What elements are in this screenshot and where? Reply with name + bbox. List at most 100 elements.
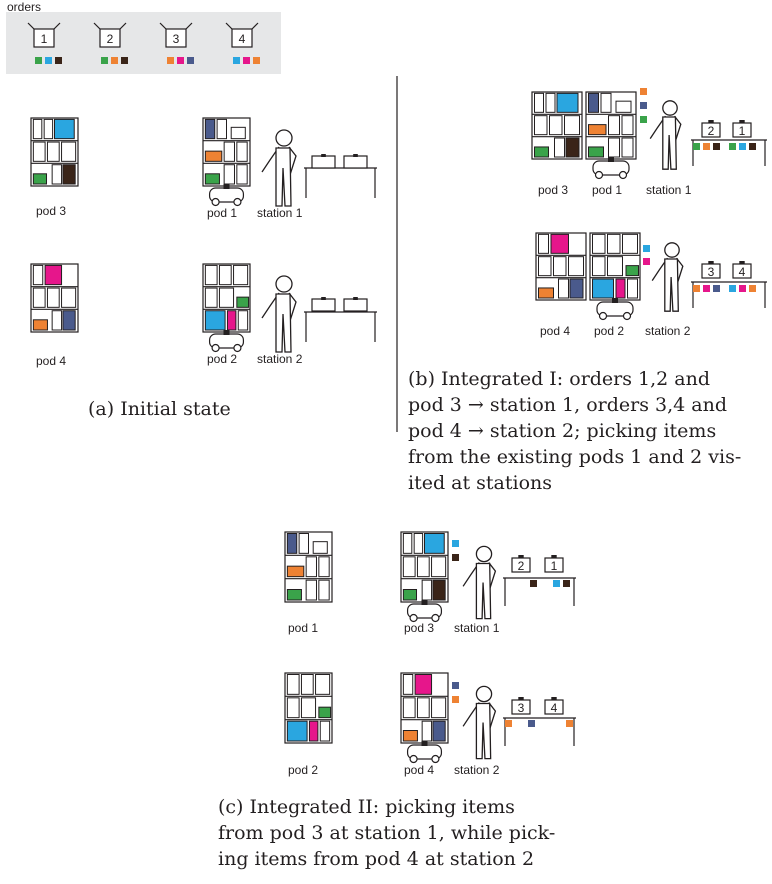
pod-item-green xyxy=(286,589,302,601)
pod-1-b xyxy=(585,91,637,180)
pod-compartment xyxy=(564,115,580,136)
pod-compartment xyxy=(431,556,447,578)
order-label: 1 xyxy=(739,124,746,138)
order-bin-handle xyxy=(518,697,524,700)
pod-compartment xyxy=(538,256,552,277)
robot-wheel xyxy=(622,311,632,321)
person-head xyxy=(664,242,680,258)
label-pod-2-a: pod 2 xyxy=(207,352,237,366)
pod-compartment xyxy=(402,674,414,695)
person-head xyxy=(475,685,493,703)
pod-item-green xyxy=(588,146,604,158)
pod-compartment xyxy=(402,697,416,719)
person-station-1-b xyxy=(649,100,682,170)
tote-handle-mark xyxy=(353,297,358,300)
order-4: 4 xyxy=(225,22,259,48)
person-station-2-a xyxy=(261,275,297,353)
pod-item-blue xyxy=(54,118,75,140)
pod-compartment xyxy=(534,92,544,113)
person-head xyxy=(662,100,678,116)
pod-2-c xyxy=(284,672,333,744)
pod-compartment xyxy=(43,118,54,140)
pod-compartment xyxy=(46,287,60,308)
pod-compartment xyxy=(51,164,63,185)
order-item-blue xyxy=(233,57,240,64)
order-bin xyxy=(33,28,55,48)
order-bin-flap xyxy=(93,22,101,30)
carried-item-blue xyxy=(643,245,650,252)
label-pod-1-b: pod 1 xyxy=(592,183,622,197)
pod-compartment xyxy=(608,137,620,158)
order-bin-flap xyxy=(53,22,61,30)
order-item-green xyxy=(35,57,42,64)
pod-item-navy xyxy=(432,720,446,742)
tote-handle-mark xyxy=(321,154,326,157)
label-station-1-b: station 1 xyxy=(646,183,692,197)
order-item-orange xyxy=(253,57,260,64)
order-bin-4-c: 4 xyxy=(544,697,564,715)
pod-compartment xyxy=(621,115,634,136)
tote-a2 xyxy=(343,154,368,169)
item-dark xyxy=(713,143,720,150)
caption-b-line: pod 3 → station 1, orders 3,4 and xyxy=(408,394,727,416)
pod-item-navy xyxy=(569,278,584,299)
order-label: 4 xyxy=(551,701,558,715)
pod-compartment xyxy=(615,100,632,113)
pod-compartment xyxy=(416,556,430,578)
order-bin-flap xyxy=(251,22,259,30)
pod-compartment xyxy=(553,256,567,277)
pod-item-blue xyxy=(556,92,579,113)
pod-item-magenta xyxy=(615,278,626,299)
label-pod-2-b: pod 2 xyxy=(594,324,624,338)
item-dark xyxy=(530,580,537,587)
label-pod-3-b: pod 3 xyxy=(538,183,568,197)
caption-b-line: (b) Integrated I: orders 1,2 and xyxy=(408,368,711,390)
tote-a3 xyxy=(311,297,336,312)
tote-a1 xyxy=(311,154,336,169)
person-head xyxy=(275,275,293,293)
pod-compartment xyxy=(319,720,331,742)
pod-compartment xyxy=(622,233,638,254)
pod-compartment xyxy=(549,115,563,136)
pod-compartment xyxy=(223,164,235,185)
order-2: 2 xyxy=(93,22,127,48)
label-pod-3-c: pod 3 xyxy=(404,621,434,635)
pod-compartment xyxy=(300,697,317,719)
item-navy xyxy=(528,720,535,727)
order-label: 1 xyxy=(551,559,558,573)
pod-item-magenta xyxy=(308,720,319,742)
robot-wheel xyxy=(211,343,220,353)
pod-2-a xyxy=(202,263,251,353)
pod-compartment xyxy=(568,256,584,277)
order-bin xyxy=(231,28,253,48)
order-label: 3 xyxy=(173,32,180,46)
carried-item-green xyxy=(640,116,647,123)
caption-c-line: ing items from pod 4 at station 2 xyxy=(218,848,535,870)
order-item-magenta xyxy=(243,57,250,64)
order-item-orange xyxy=(111,57,118,64)
tote-handle-mark xyxy=(353,154,358,157)
pod-item-magenta xyxy=(414,674,433,695)
pod-compartment xyxy=(305,579,317,601)
person-head xyxy=(475,545,493,563)
pod-compartment xyxy=(61,287,77,308)
caption-b-line: from the existing pods 1 and 2 vis- xyxy=(408,446,742,468)
order-item-green xyxy=(101,57,108,64)
pod-item-dark xyxy=(432,579,446,601)
order-bin-flap xyxy=(159,22,167,30)
pod-compartment xyxy=(233,264,249,286)
pod-3-a xyxy=(30,117,79,187)
pod-compartment xyxy=(315,674,331,695)
pod-compartment xyxy=(300,674,314,695)
carried-item-orange xyxy=(640,88,647,95)
item-blue xyxy=(553,580,560,587)
pod-3-b xyxy=(531,91,583,160)
order-bin-handle xyxy=(708,261,714,264)
person-head xyxy=(275,129,293,147)
pod-item-green xyxy=(204,173,220,185)
order-label: 2 xyxy=(107,32,114,46)
item-green xyxy=(693,143,700,150)
robot-wheel xyxy=(409,613,418,623)
table-station-2-c xyxy=(503,717,576,746)
